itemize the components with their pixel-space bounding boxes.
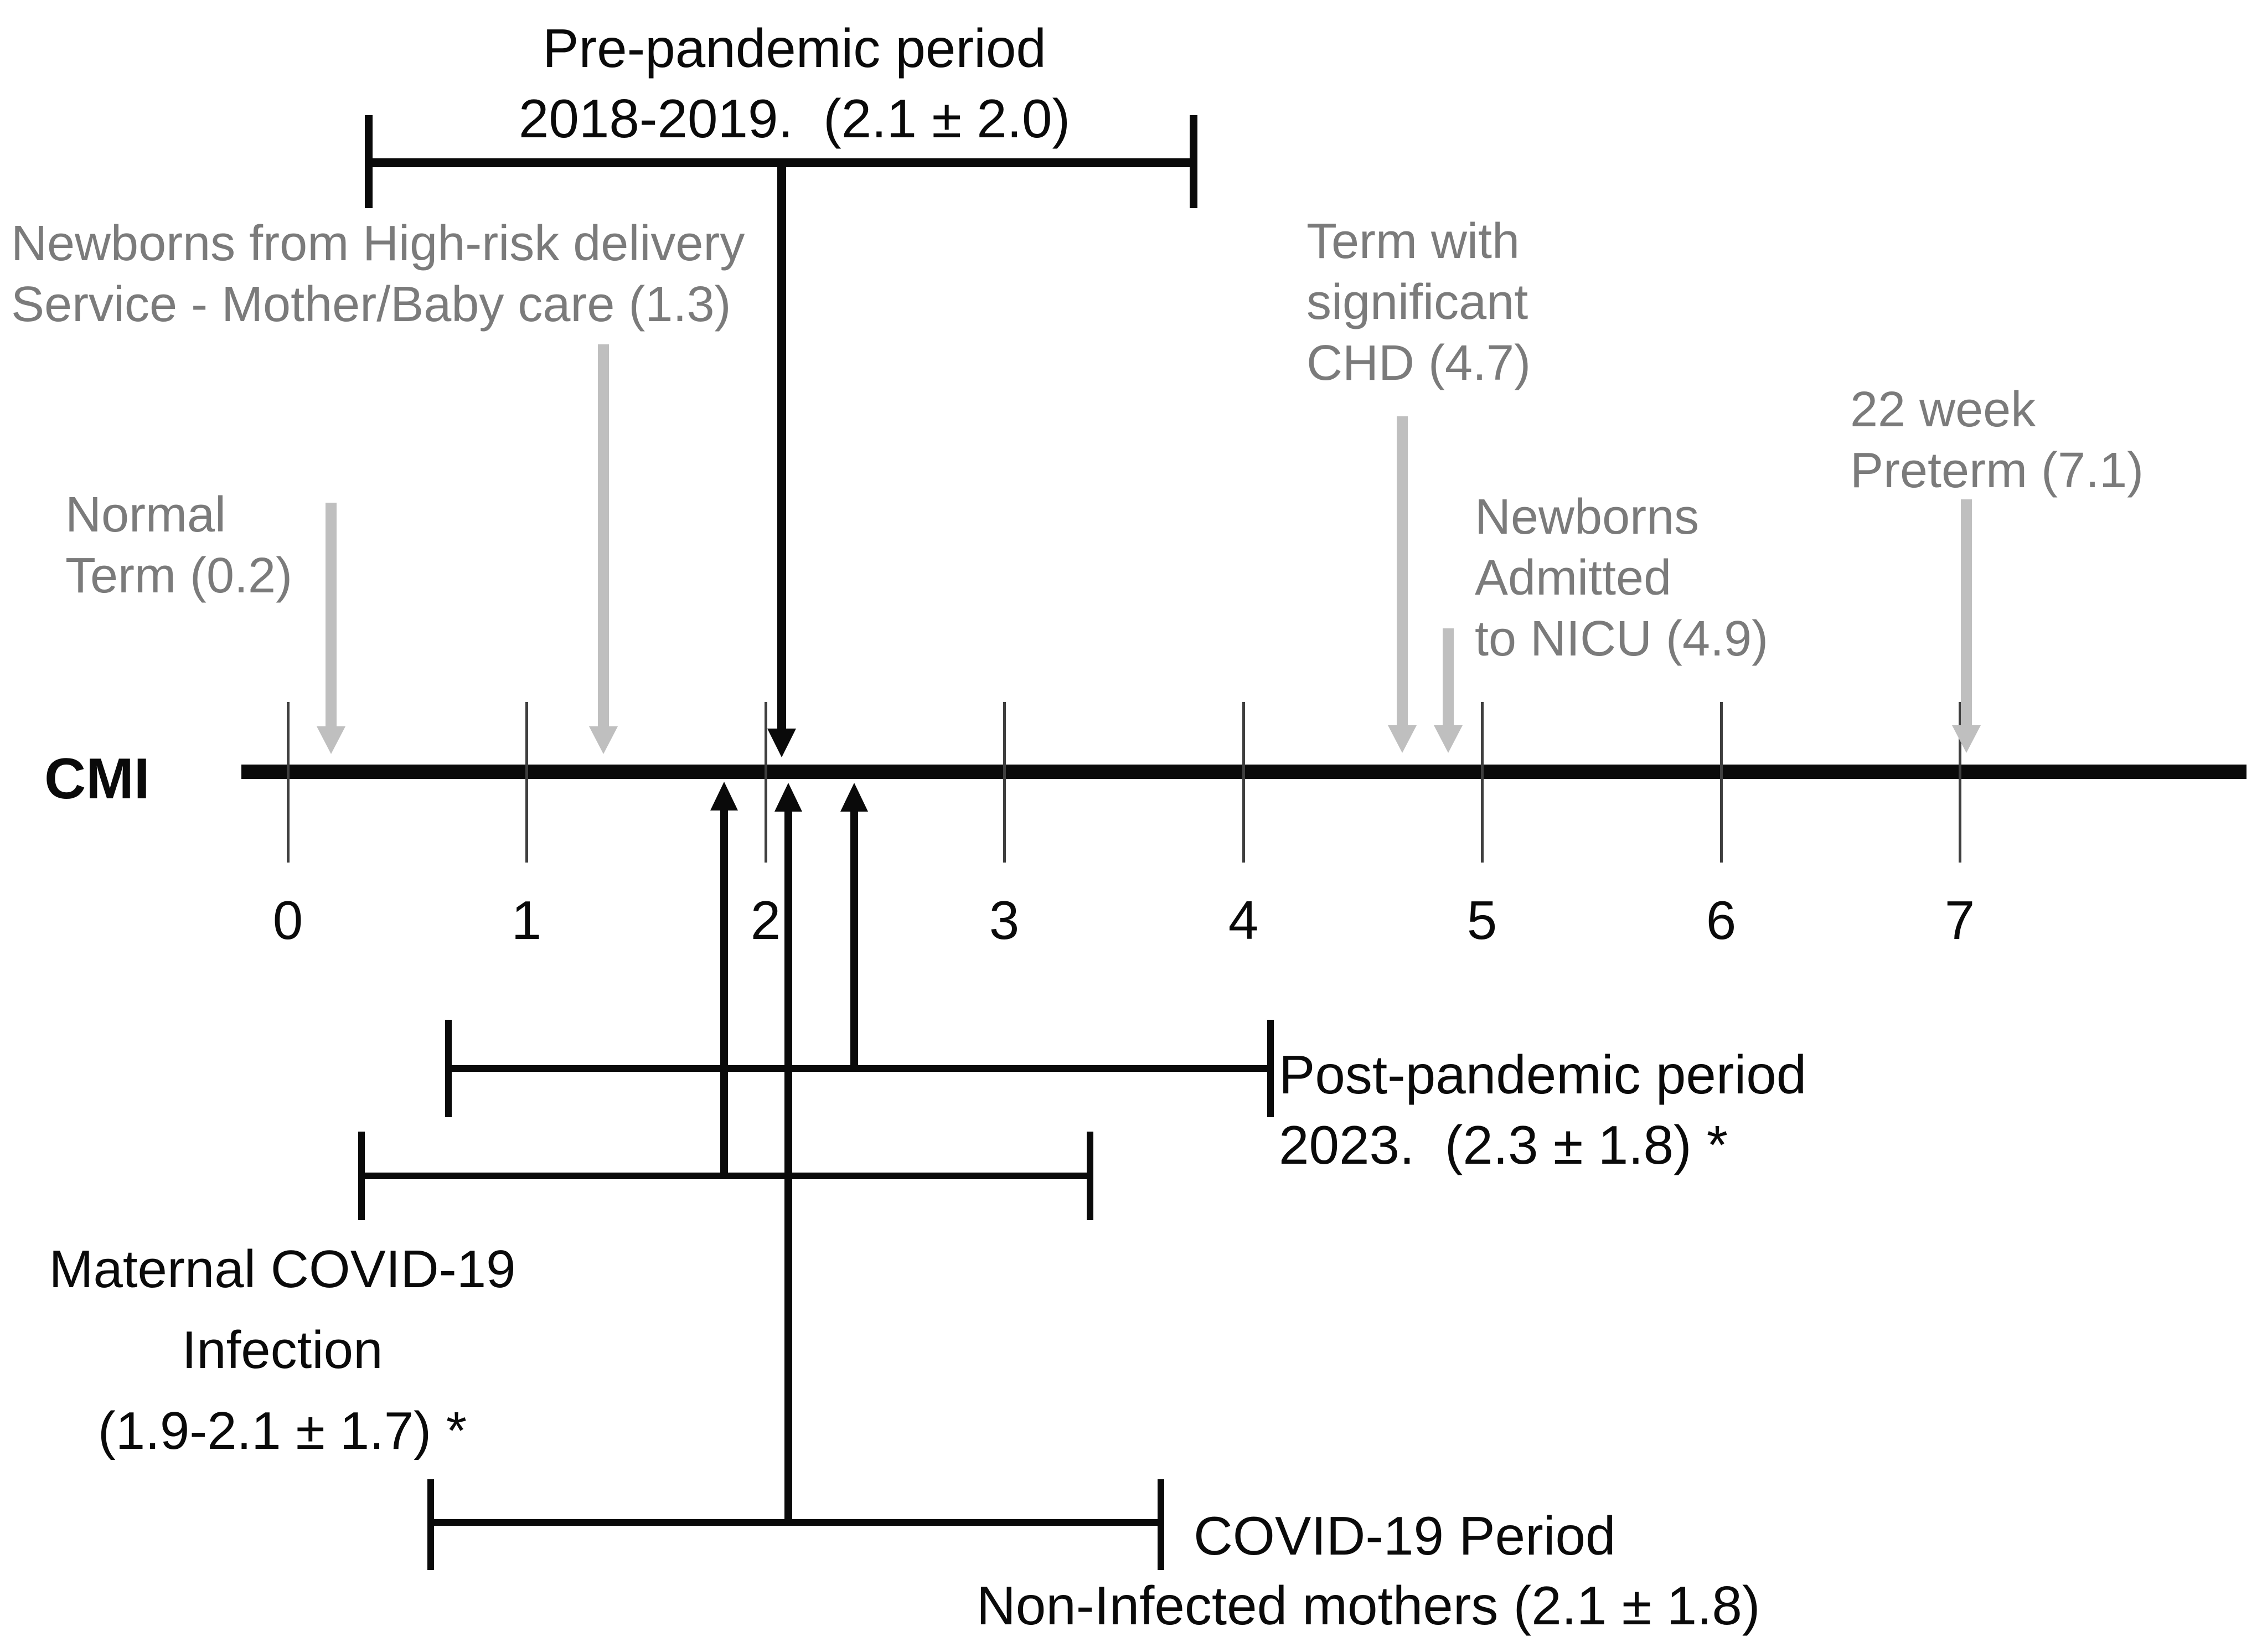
post-pandemic-mean-arrowhead-up-icon — [840, 783, 868, 812]
axis-tick-label-2: 2 — [750, 890, 781, 951]
covid-period-error-bar — [431, 1519, 1161, 1526]
marker-label-high-risk-line-1: Newborns from High-risk delivery — [11, 216, 745, 271]
maternal-left-whisker — [358, 1132, 365, 1220]
marker-label-chd: Term with significant CHD (4.7) — [1306, 211, 1531, 394]
maternal-label: Maternal COVID-19 Infection (1.9-2.1 ± 1… — [22, 1229, 543, 1472]
marker-label-high-risk: Newborns from High-risk delivery Service… — [11, 214, 745, 335]
marker-label-nicu-line-2: Admitted — [1475, 550, 1672, 606]
marker-arrow-normal-term — [326, 503, 337, 729]
post-pandemic-mean-line — [850, 808, 858, 1070]
maternal-right-whisker — [1087, 1132, 1093, 1220]
pre-pandemic-mean-arrowhead-down-icon — [767, 729, 796, 757]
covid-period-label-line-2: Non-Infected mothers (2.1 ± 1.8) — [977, 1575, 1760, 1636]
axis-tick-5 — [1481, 702, 1484, 863]
marker-arrowhead-high-risk-icon — [589, 726, 618, 754]
axis-tick-3 — [1003, 702, 1006, 863]
axis-tick-0 — [287, 702, 290, 863]
pre-pandemic-error-bar — [369, 158, 1197, 167]
maternal-mean-arrowhead-up-icon — [710, 782, 738, 810]
post-pandemic-left-whisker — [445, 1020, 452, 1117]
marker-arrowhead-normal-term-icon — [317, 726, 345, 754]
marker-arrow-chd — [1397, 416, 1408, 727]
post-pandemic-right-whisker — [1267, 1020, 1274, 1117]
marker-label-nicu: Newborns Admitted to NICU (4.9) — [1475, 487, 1768, 669]
axis-tick-label-6: 6 — [1706, 890, 1737, 951]
post-pandemic-label-line-1: Post-pandemic period — [1279, 1044, 1807, 1105]
axis-tick-label-0: 0 — [272, 890, 303, 951]
marker-arrow-high-risk — [598, 344, 609, 729]
marker-label-normal-term: Normal Term (0.2) — [65, 485, 292, 607]
covid-period-left-whisker — [427, 1479, 434, 1570]
marker-label-preterm-line-2: Preterm (7.1) — [1850, 442, 2144, 498]
axis-label: CMI — [44, 747, 150, 811]
pre-pandemic-title-line-1: Pre-pandemic period — [543, 18, 1046, 79]
pre-pandemic-title-line-2: 2018-2019. (2.1 ± 2.0) — [518, 88, 1071, 149]
marker-label-normal-term-line-1: Normal — [65, 487, 226, 543]
axis-tick-label-3: 3 — [989, 890, 1020, 951]
marker-label-normal-term-line-2: Term (0.2) — [65, 548, 293, 603]
marker-arrow-preterm — [1961, 499, 1972, 727]
marker-label-nicu-line-3: to NICU (4.9) — [1475, 611, 1769, 667]
pre-pandemic-right-whisker — [1190, 115, 1197, 208]
axis-tick-label-4: 4 — [1228, 890, 1259, 951]
post-pandemic-label: Post-pandemic period 2023. (2.3 ± 1.8) * — [1279, 1040, 1806, 1181]
marker-arrowhead-chd-icon — [1388, 725, 1417, 753]
post-pandemic-error-bar — [448, 1065, 1271, 1072]
post-pandemic-label-line-2: 2023. (2.3 ± 1.8) * — [1279, 1114, 1728, 1176]
marker-label-chd-line-1: Term with — [1306, 214, 1520, 269]
axis-tick-2 — [765, 702, 767, 863]
pre-pandemic-left-whisker — [365, 115, 373, 208]
maternal-label-line-3: (1.9-2.1 ± 1.7) * — [97, 1401, 467, 1460]
marker-label-nicu-line-1: Newborns — [1475, 489, 1700, 545]
marker-label-high-risk-line-2: Service - Mother/Baby care (1.3) — [11, 276, 731, 332]
axis-tick-7 — [1959, 702, 1961, 863]
covid-period-right-whisker — [1158, 1479, 1164, 1570]
maternal-error-bar — [361, 1173, 1090, 1179]
covid-period-label-line-1: COVID-19 Period — [1194, 1505, 1616, 1566]
pre-pandemic-title: Pre-pandemic period 2018-2019. (2.1 ± 2.… — [487, 13, 1102, 154]
axis-tick-label-1: 1 — [511, 890, 542, 951]
marker-label-preterm: 22 week Preterm (7.1) — [1850, 380, 2144, 502]
pre-pandemic-mean-line — [777, 164, 786, 730]
axis-tick-6 — [1720, 702, 1723, 863]
axis-tick-label-5: 5 — [1466, 890, 1497, 951]
marker-label-preterm-line-1: 22 week — [1850, 382, 2036, 437]
maternal-label-line-1: Maternal COVID-19 — [49, 1240, 516, 1299]
maternal-label-line-2: Infection — [182, 1320, 383, 1380]
marker-label-chd-line-3: CHD (4.7) — [1306, 335, 1531, 391]
marker-arrow-nicu — [1443, 628, 1454, 728]
axis-tick-1 — [525, 702, 528, 863]
axis-tick-label-7: 7 — [1944, 890, 1975, 951]
covid-period-mean-line — [784, 808, 792, 1524]
axis-tick-4 — [1242, 702, 1245, 863]
marker-label-chd-line-2: significant — [1306, 274, 1528, 330]
maternal-mean-line — [720, 808, 728, 1177]
covid-period-mean-arrowhead-up-icon — [774, 783, 802, 812]
marker-arrowhead-preterm-icon — [1952, 725, 1981, 753]
marker-arrowhead-nicu-icon — [1434, 725, 1463, 753]
